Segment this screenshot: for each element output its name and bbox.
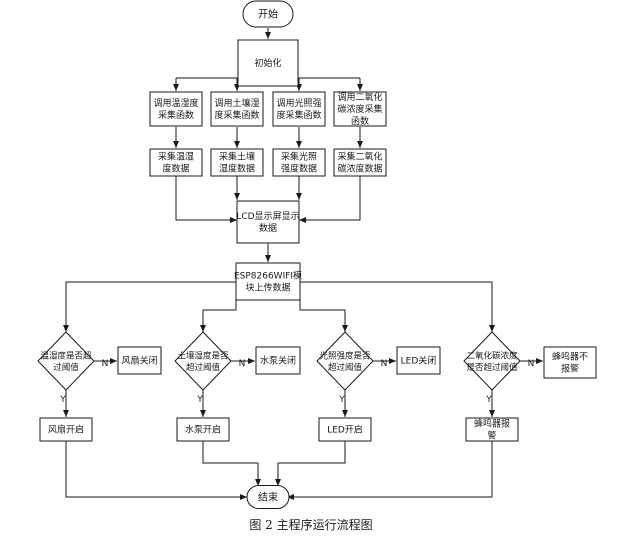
edge-pump-on-end bbox=[202, 441, 261, 486]
decision-soil-label-line-2: 超过阈值 bbox=[186, 362, 221, 373]
edge-buzzer-on-end bbox=[287, 441, 493, 500]
call-temp-box bbox=[149, 91, 203, 127]
collect-co2-box bbox=[333, 148, 387, 177]
collect-temp-box bbox=[149, 148, 203, 177]
call-light-box-label-line-1: 调用光照强 bbox=[276, 97, 321, 109]
decision-light-label-line-1: 光照强度是否 bbox=[319, 350, 371, 361]
branch-no-co2: N bbox=[528, 359, 535, 369]
call-temp-box-label-line-1: 调用温湿度 bbox=[153, 97, 198, 109]
collect-co2-box-label-line-1: 采集二氧化 bbox=[337, 151, 382, 163]
collect-soil-box-label-line-2: 湿度数据 bbox=[219, 163, 255, 175]
call-co2-box bbox=[333, 91, 387, 127]
decision-co2-label-line-2: 是否超过阈值 bbox=[466, 362, 518, 373]
edge-fan-on-end bbox=[65, 441, 247, 500]
collect-light-box bbox=[272, 148, 326, 177]
led-off-box-label: LED关闭 bbox=[401, 355, 437, 367]
fan-off-box-label: 风扇关闭 bbox=[121, 355, 157, 367]
branch-no-soil: N bbox=[239, 359, 246, 369]
pump-off-box-label: 水泵关闭 bbox=[260, 355, 296, 367]
pump-on-box bbox=[176, 417, 230, 442]
branch-no-temp: N bbox=[102, 359, 109, 369]
branch-yes-co2: Y bbox=[485, 395, 492, 405]
lcd-box-label-line-2: 数据 bbox=[259, 222, 277, 234]
edge-wifi-decision-soil bbox=[200, 300, 237, 332]
pump-off-box bbox=[255, 346, 301, 375]
buzzer-on-box-label-line-1: 蜂鸣器报 bbox=[474, 418, 510, 430]
lcd-box bbox=[236, 200, 300, 244]
figure-caption: 图 2 主程序运行流程图 bbox=[249, 518, 373, 532]
buzzer-off-box-label-line-2: 报警 bbox=[561, 363, 579, 375]
decision-light-label-line-2: 超过阈值 bbox=[328, 362, 363, 373]
edge-collect-temp-lcd bbox=[175, 176, 237, 223]
flow-connectors bbox=[63, 28, 543, 500]
led-on-box bbox=[318, 417, 372, 442]
collect-light-box-label-line-2: 强度数据 bbox=[281, 163, 317, 175]
decision-co2-label-line-1: 二氧化碳浓度 bbox=[466, 350, 518, 361]
wifi-box-label-line-2: 块上传数据 bbox=[245, 282, 290, 294]
decision-soil bbox=[174, 331, 232, 391]
buzzer-on-box-label-line-2: 警 bbox=[487, 430, 496, 442]
decision-co2 bbox=[463, 331, 521, 391]
wifi-box bbox=[235, 262, 301, 301]
start-terminal-label: 开始 bbox=[258, 8, 278, 21]
end-terminal bbox=[246, 485, 290, 509]
call-light-box-label-line-2: 度采集函数 bbox=[276, 109, 321, 121]
led-off-box bbox=[396, 346, 441, 375]
call-co2-box-label-line-3: 函数 bbox=[351, 115, 369, 127]
flow-shapes bbox=[37, 0, 597, 509]
buzzer-off-box-label-line-1: 蜂鸣器不 bbox=[552, 351, 588, 363]
fan-on-box bbox=[39, 417, 93, 442]
fan-on-box-label: 风扇开启 bbox=[48, 424, 84, 436]
call-light-box bbox=[272, 91, 326, 127]
lcd-box-label-line-1: LCD显示屏显示 bbox=[236, 211, 299, 222]
init-box bbox=[237, 39, 299, 87]
decision-soil-label-line-1: 土壤湿度是否 bbox=[177, 350, 229, 361]
decision-temp-label-line-1: 温湿度是否超 bbox=[40, 350, 92, 361]
call-soil-box-label-line-2: 度采集函数 bbox=[214, 109, 259, 121]
flow-labels: 开始初始化调用温湿度采集函数调用土壤湿度采集函数调用光照强度采集函数调用二氧化碳… bbox=[40, 8, 588, 504]
buzzer-on-box bbox=[465, 417, 519, 442]
decision-temp bbox=[37, 331, 95, 391]
branch-no-light: N bbox=[381, 359, 388, 369]
decision-light bbox=[316, 331, 374, 391]
edge-collect-co2-lcd bbox=[299, 176, 361, 223]
branch-yes-light: Y bbox=[338, 395, 345, 405]
collect-temp-box-label-line-1: 采集温湿 bbox=[158, 151, 194, 163]
call-soil-box bbox=[210, 91, 264, 127]
collect-temp-box-label-line-2: 度数据 bbox=[162, 163, 189, 175]
decision-temp-label-line-2: 过阈值 bbox=[53, 362, 79, 373]
edge-wifi-decision-co2 bbox=[299, 281, 495, 332]
fan-off-box bbox=[117, 346, 162, 375]
call-temp-box-label-line-2: 采集函数 bbox=[158, 109, 194, 121]
branch-yes-temp: Y bbox=[59, 395, 66, 405]
collect-soil-box-label-line-1: 采集土壤 bbox=[219, 151, 255, 163]
init-box-label: 初始化 bbox=[254, 57, 281, 69]
edge-wifi-decision-temp bbox=[63, 281, 237, 332]
wifi-box-label-line-1: ESP8266WIFI模 bbox=[234, 271, 302, 282]
pump-on-box-label: 水泵开启 bbox=[185, 424, 221, 436]
call-co2-box-label-line-1: 调用二氧化 bbox=[337, 91, 382, 103]
end-terminal-label: 结束 bbox=[258, 491, 278, 504]
edge-wifi-decision-light bbox=[299, 300, 348, 332]
collect-co2-box-label-line-2: 碳浓度数据 bbox=[337, 163, 382, 175]
branch-yes-soil: Y bbox=[196, 395, 203, 405]
collect-light-box-label-line-1: 采集光照 bbox=[281, 151, 317, 163]
buzzer-off-box bbox=[543, 346, 597, 379]
call-soil-box-label-line-1: 调用土壤湿 bbox=[214, 97, 259, 109]
edge-led-on-end bbox=[275, 441, 346, 486]
start-terminal bbox=[242, 0, 294, 28]
collect-soil-box bbox=[210, 148, 264, 177]
call-co2-box-label-line-2: 碳浓度采集 bbox=[337, 103, 382, 115]
led-on-box-label: LED开启 bbox=[327, 424, 363, 436]
